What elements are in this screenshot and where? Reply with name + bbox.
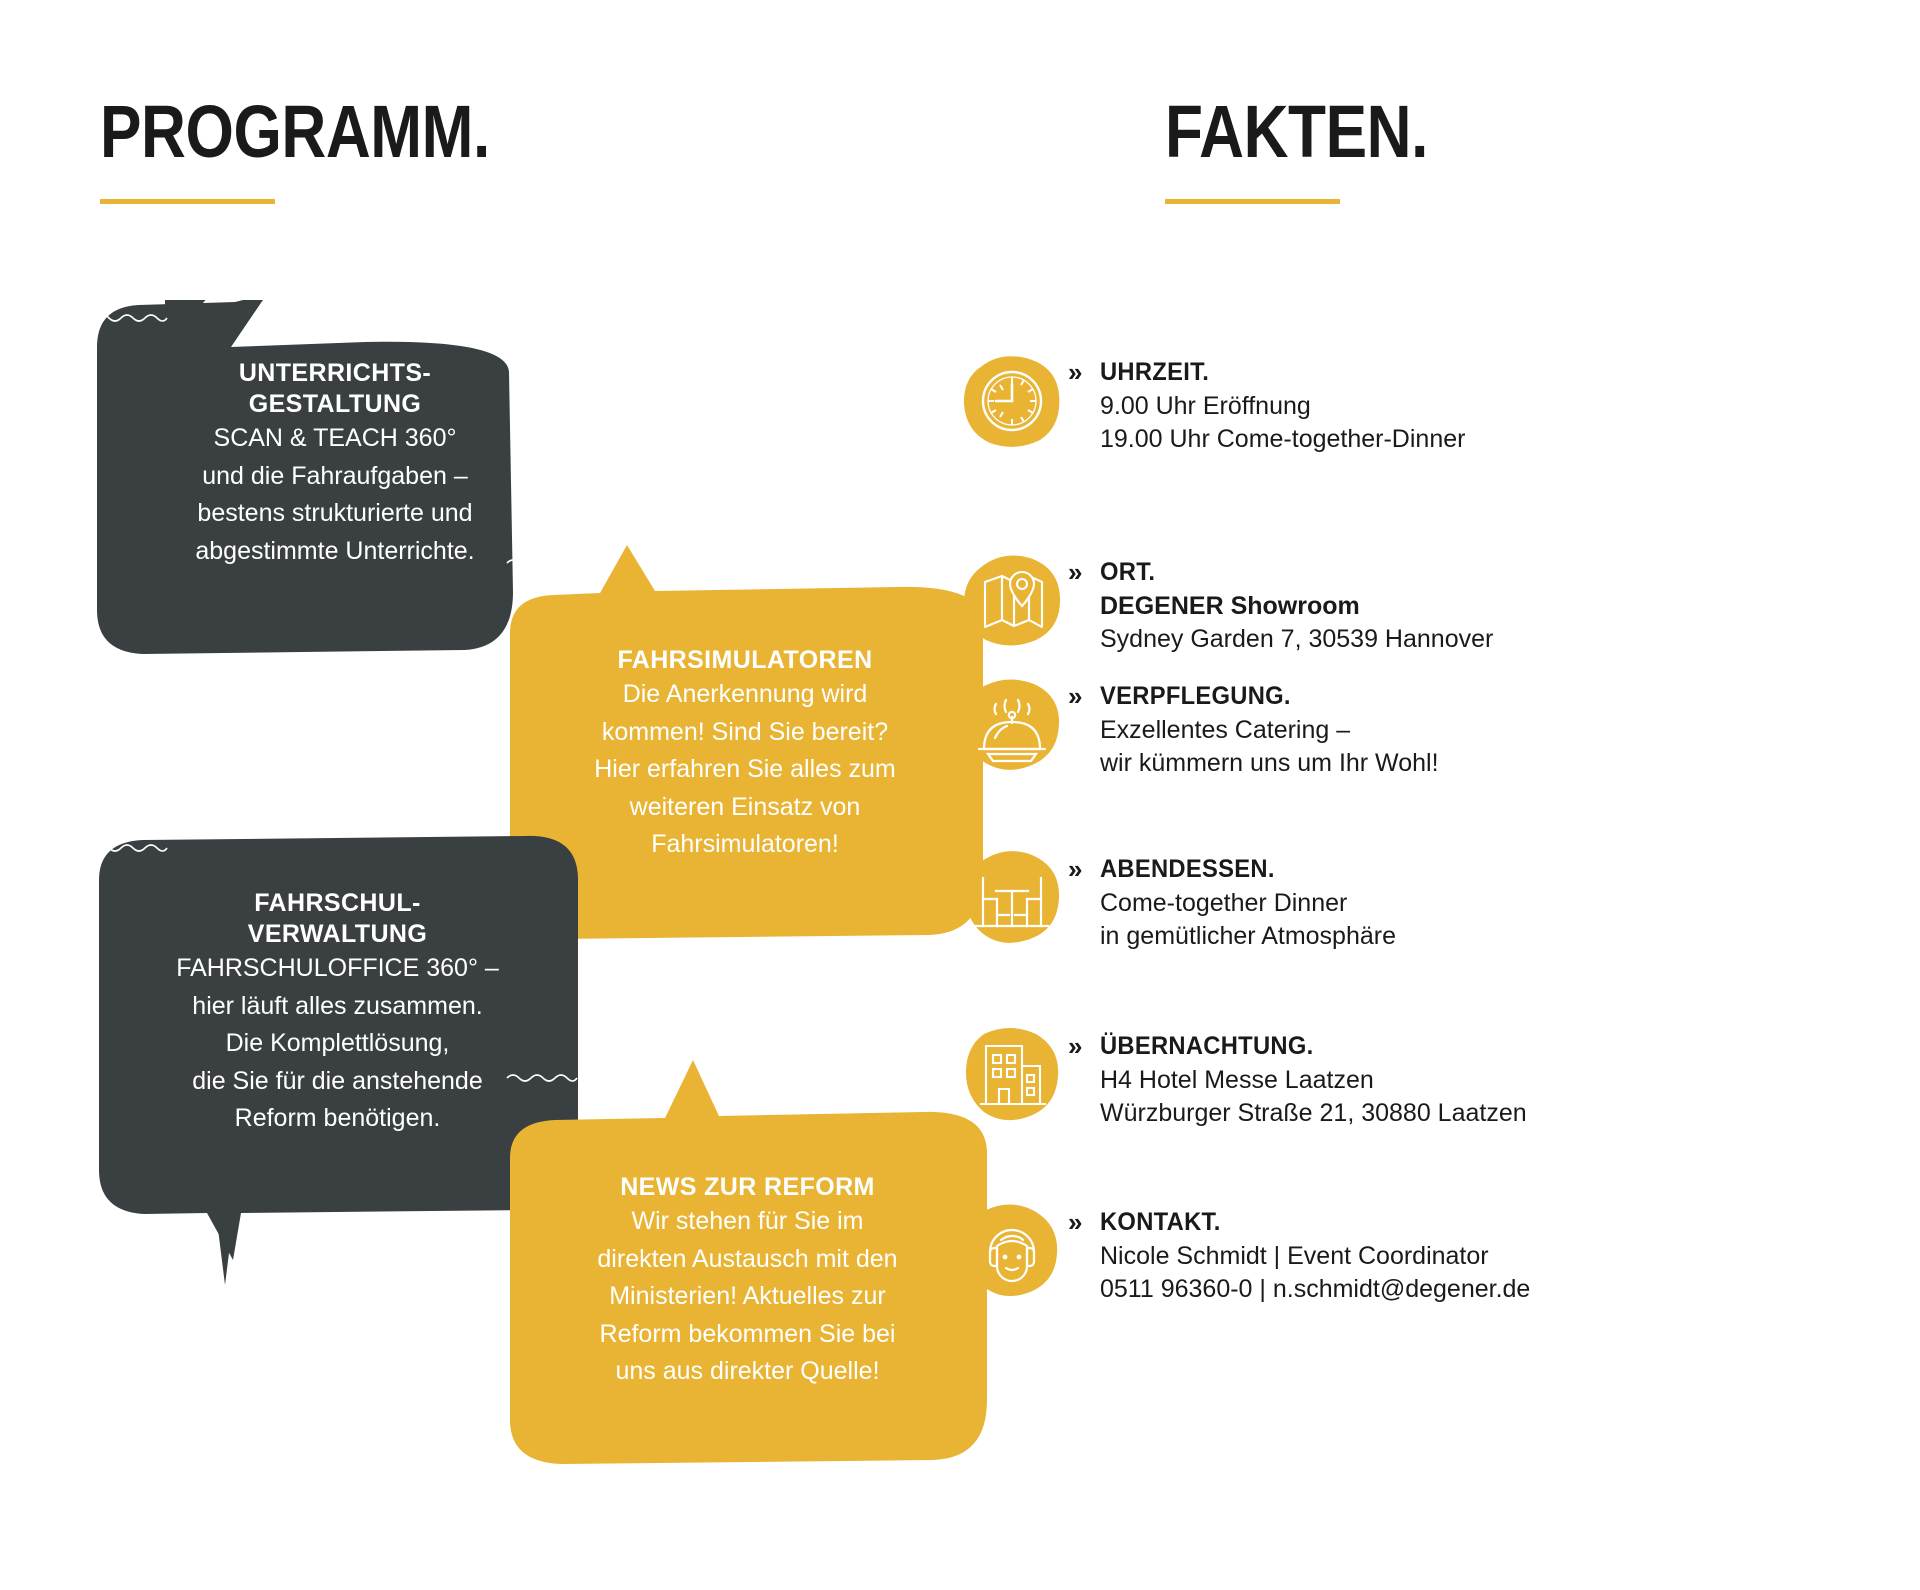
bubble-shape-yellow-2 <box>510 1060 987 1464</box>
fact-label: ABENDESSEN. <box>1100 855 1275 883</box>
fact-line: H4 Hotel Messe Laatzen <box>1100 1066 1374 1094</box>
fact-label: UHRZEIT. <box>1100 358 1210 386</box>
chevron-icon: » <box>1068 1031 1083 1061</box>
bubble-body: SCAN & TEACH 360° und die Fahraufgaben –… <box>195 424 475 565</box>
fact-text: » ABENDESSEN. Come-together Dinner in ge… <box>1068 845 1396 954</box>
bubble-body: FAHRSCHULOFFICE 360° – hier läuft alles … <box>176 954 499 1132</box>
wavy-divider-icon <box>506 1074 578 1082</box>
fact-text: » VERPFLEGUNG. Exzellentes Catering – wi… <box>1068 672 1439 781</box>
fact-line: wir kümmern uns um Ihr Wohl! <box>1100 749 1439 778</box>
bubble-shape-yellow-1 <box>510 545 983 939</box>
fact-line: Exzellentes Catering – <box>1100 716 1351 744</box>
programme-column: PROGRAMM. UNTERRICHTS- GESTALTUNG SCAN &… <box>0 0 987 1590</box>
headset-person-icon <box>960 1198 1064 1302</box>
facts-heading-block: FAKTEN. <box>1165 95 1478 204</box>
bubble-shape-dark-1 <box>97 300 513 654</box>
fact-line: 0511 96360-0 | n.schmidt@degener.de <box>1100 1275 1531 1304</box>
chevron-icon: » <box>1068 854 1083 884</box>
page-title-programme: PROGRAMM. <box>100 90 490 173</box>
programme-title-rule <box>100 199 275 204</box>
map-pin-icon <box>960 548 1064 652</box>
clock-icon <box>960 348 1064 452</box>
bubble-title: FAHRSIMULATOREN <box>617 646 873 674</box>
bubble-title: NEWS ZUR REFORM <box>620 1173 875 1201</box>
fact-line: 19.00 Uhr Come-together-Dinner <box>1100 425 1466 454</box>
chevron-icon: » <box>1068 557 1083 587</box>
fact-line: Sydney Garden 7, 30539 Hannover <box>1100 625 1494 654</box>
chevron-icon: » <box>1068 1207 1083 1237</box>
bubble-unterrichtsgestaltung: UNTERRICHTS- GESTALTUNG SCAN & TEACH 360… <box>95 300 575 715</box>
fact-item-verpflegung: » VERPFLEGUNG. Exzellentes Catering – wi… <box>960 672 1439 781</box>
fact-label: VERPFLEGUNG. <box>1100 682 1291 710</box>
fact-text: » ORT. DEGENER Showroom Sydney Garden 7,… <box>1068 548 1494 657</box>
fact-line: in gemütlicher Atmosphäre <box>1100 922 1396 951</box>
fact-item-kontakt: » KONTAKT. Nicole Schmidt | Event Coordi… <box>960 1198 1530 1307</box>
fact-line: Nicole Schmidt | Event Coordinator <box>1100 1242 1489 1270</box>
fact-item-ort: » ORT. DEGENER Showroom Sydney Garden 7,… <box>960 548 1493 657</box>
wavy-divider-icon <box>96 844 168 852</box>
bubble-news-zur-reform: NEWS ZUR REFORM Wir stehen für Sie im di… <box>505 1060 990 1510</box>
facts-title-rule <box>1165 199 1340 204</box>
bubble-body: Die Anerkennung wird kommen! Sind Sie be… <box>594 680 896 858</box>
fact-line: Come-together Dinner <box>1100 889 1348 917</box>
fact-line: DEGENER Showroom <box>1100 592 1360 620</box>
page-title-facts: FAKTEN. <box>1165 90 1428 173</box>
fact-text: » ÜBERNACHTUNG. H4 Hotel Messe Laatzen W… <box>1068 1022 1527 1131</box>
food-cloche-icon <box>960 672 1064 776</box>
bubble-body: Wir stehen für Sie im direkten Austausch… <box>597 1207 898 1385</box>
facts-column: FAKTEN. <box>950 0 1920 1590</box>
wavy-divider-icon <box>506 559 578 567</box>
table-chairs-icon <box>960 845 1064 949</box>
bubble-title: UNTERRICHTS- GESTALTUNG <box>238 359 432 418</box>
fact-line: Würzburger Straße 21, 30880 Laatzen <box>1100 1099 1527 1128</box>
chevron-icon: » <box>1068 357 1083 387</box>
fact-item-abendessen: » ABENDESSEN. Come-together Dinner in ge… <box>960 845 1396 954</box>
fact-item-uhrzeit: » UHRZEIT. 9.00 Uhr Eröffnung 19.00 Uhr … <box>960 348 1465 457</box>
hotel-building-icon <box>960 1022 1064 1126</box>
chevron-icon: » <box>1068 681 1083 711</box>
fact-text: » UHRZEIT. 9.00 Uhr Eröffnung 19.00 Uhr … <box>1068 348 1466 457</box>
fact-text: » KONTAKT. Nicole Schmidt | Event Coordi… <box>1068 1198 1531 1307</box>
fact-line: 9.00 Uhr Eröffnung <box>1100 392 1311 420</box>
fact-label: KONTAKT. <box>1100 1208 1221 1236</box>
fact-label: ÜBERNACHTUNG. <box>1100 1032 1314 1060</box>
bubble-fahrsimulatoren: FAHRSIMULATOREN Die Anerkennung wird kom… <box>505 545 985 990</box>
bubble-title: FAHRSCHUL- VERWALTUNG <box>247 889 428 948</box>
fact-label: ORT. <box>1100 558 1156 586</box>
bubble-shape-dark-2 <box>99 835 578 1285</box>
wavy-divider-icon <box>96 314 168 322</box>
programme-heading-block: PROGRAMM. <box>100 95 564 204</box>
fact-item-uebernachtung: » ÜBERNACHTUNG. H4 Hotel Messe Laatzen W… <box>960 1022 1527 1131</box>
bubble-fahrschulverwaltung: FAHRSCHUL- VERWALTUNG FAHRSCHULOFFICE 36… <box>95 830 580 1305</box>
